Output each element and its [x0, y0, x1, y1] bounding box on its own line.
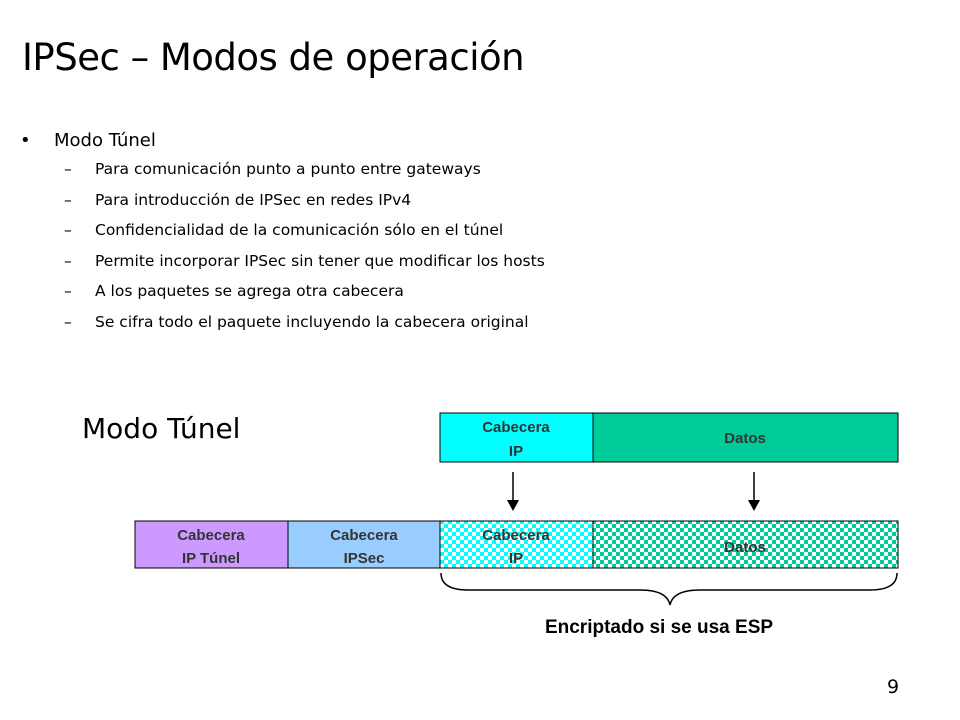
sub-bullet-item: – Para comunicación punto a punto entre g… [20, 160, 820, 191]
bullet-main: • Modo Túnel [20, 130, 820, 160]
bottom-cell-ipsec-header-line1: Cabecera [330, 527, 398, 544]
bottom-cell-ip-header: Cabecera IP [439, 520, 594, 569]
arrow-data [748, 472, 760, 511]
bottom-cell-ipsec-header-line2: IPSec [344, 550, 385, 567]
sub-bullet-item: – A los paquetes se agrega otra cabecera [20, 282, 820, 313]
dash-marker: – [64, 221, 72, 239]
bottom-cell-data-label: Datos [724, 539, 766, 556]
top-cell-ip-header-box [439, 412, 594, 463]
sub-bullet-text: Confidencialidad de la comunicación sólo… [95, 221, 504, 239]
bottom-cell-ip-header-box [439, 520, 594, 569]
bullet-main-text: Modo Túnel [54, 130, 156, 151]
bottom-cell-ip-header-line1: Cabecera [482, 527, 550, 544]
bottom-cell-tunnel-ip-header-line2: IP Túnel [182, 550, 240, 567]
sub-bullet-item: – Confidencialidad de la comunicación sól… [20, 221, 820, 252]
top-cell-data-box [592, 412, 899, 463]
bullet-list: • Modo Túnel – Para comunicación punto a … [20, 130, 820, 343]
top-cell-ip-header: Cabecera IP [439, 412, 594, 463]
arrow-ip-header [507, 472, 519, 511]
encryption-brace [440, 572, 898, 606]
sub-bullet-text: Para comunicación punto a punto entre ga… [95, 160, 481, 178]
bullet-dot: • [20, 130, 31, 151]
bottom-cell-ipsec-header-box [287, 520, 441, 569]
sub-bullet-item: – Para introducción de IPSec en redes IPv… [20, 191, 820, 222]
dash-marker: – [64, 251, 72, 270]
sub-bullet-item: – Permite incorporar IPSec sin tener que … [20, 252, 820, 283]
dash-marker: – [64, 190, 72, 209]
top-packet: Cabecera IP Datos [439, 412, 899, 463]
dash-marker: – [64, 160, 72, 178]
dash-marker: – [64, 312, 72, 331]
top-cell-ip-header-line1: Cabecera [482, 419, 550, 436]
bottom-cell-tunnel-ip-header-line1: Cabecera [177, 527, 245, 544]
bottom-cell-ip-header-line2: IP [509, 550, 523, 567]
bottom-cell-data: Datos [592, 520, 899, 569]
bottom-packet: Cabecera IP Túnel Cabecera IPSec Cabecer… [134, 520, 899, 569]
dash-marker: – [64, 282, 72, 300]
top-cell-ip-header-line2: IP [509, 443, 523, 460]
top-cell-data: Datos [592, 412, 899, 463]
sub-bullet-text: A los paquetes se agrega otra cabecera [95, 282, 404, 300]
bottom-cell-tunnel-ip-header-box [134, 520, 289, 569]
sub-bullet-item: – Se cifra todo el paquete incluyendo la … [20, 313, 820, 344]
top-cell-data-label: Datos [724, 430, 766, 447]
sub-bullet-text: Para introducción de IPSec en redes IPv4 [95, 190, 412, 209]
sub-bullet-text: Permite incorporar IPSec sin tener que m… [95, 251, 545, 270]
brace-label: Encriptado si se usa ESP [545, 617, 773, 638]
slide-title: IPSec – Modos de operación [22, 36, 525, 79]
diagram-label: Modo Túnel [82, 412, 241, 445]
sub-bullet-list: – Para comunicación punto a punto entre g… [20, 160, 820, 343]
bottom-cell-ipsec-header: Cabecera IPSec [287, 520, 441, 569]
page-number: 9 [887, 676, 900, 698]
bottom-cell-tunnel-ip-header: Cabecera IP Túnel [134, 520, 289, 569]
sub-bullet-text: Se cifra todo el paquete incluyendo la c… [95, 312, 529, 331]
bottom-cell-data-box [592, 520, 899, 569]
